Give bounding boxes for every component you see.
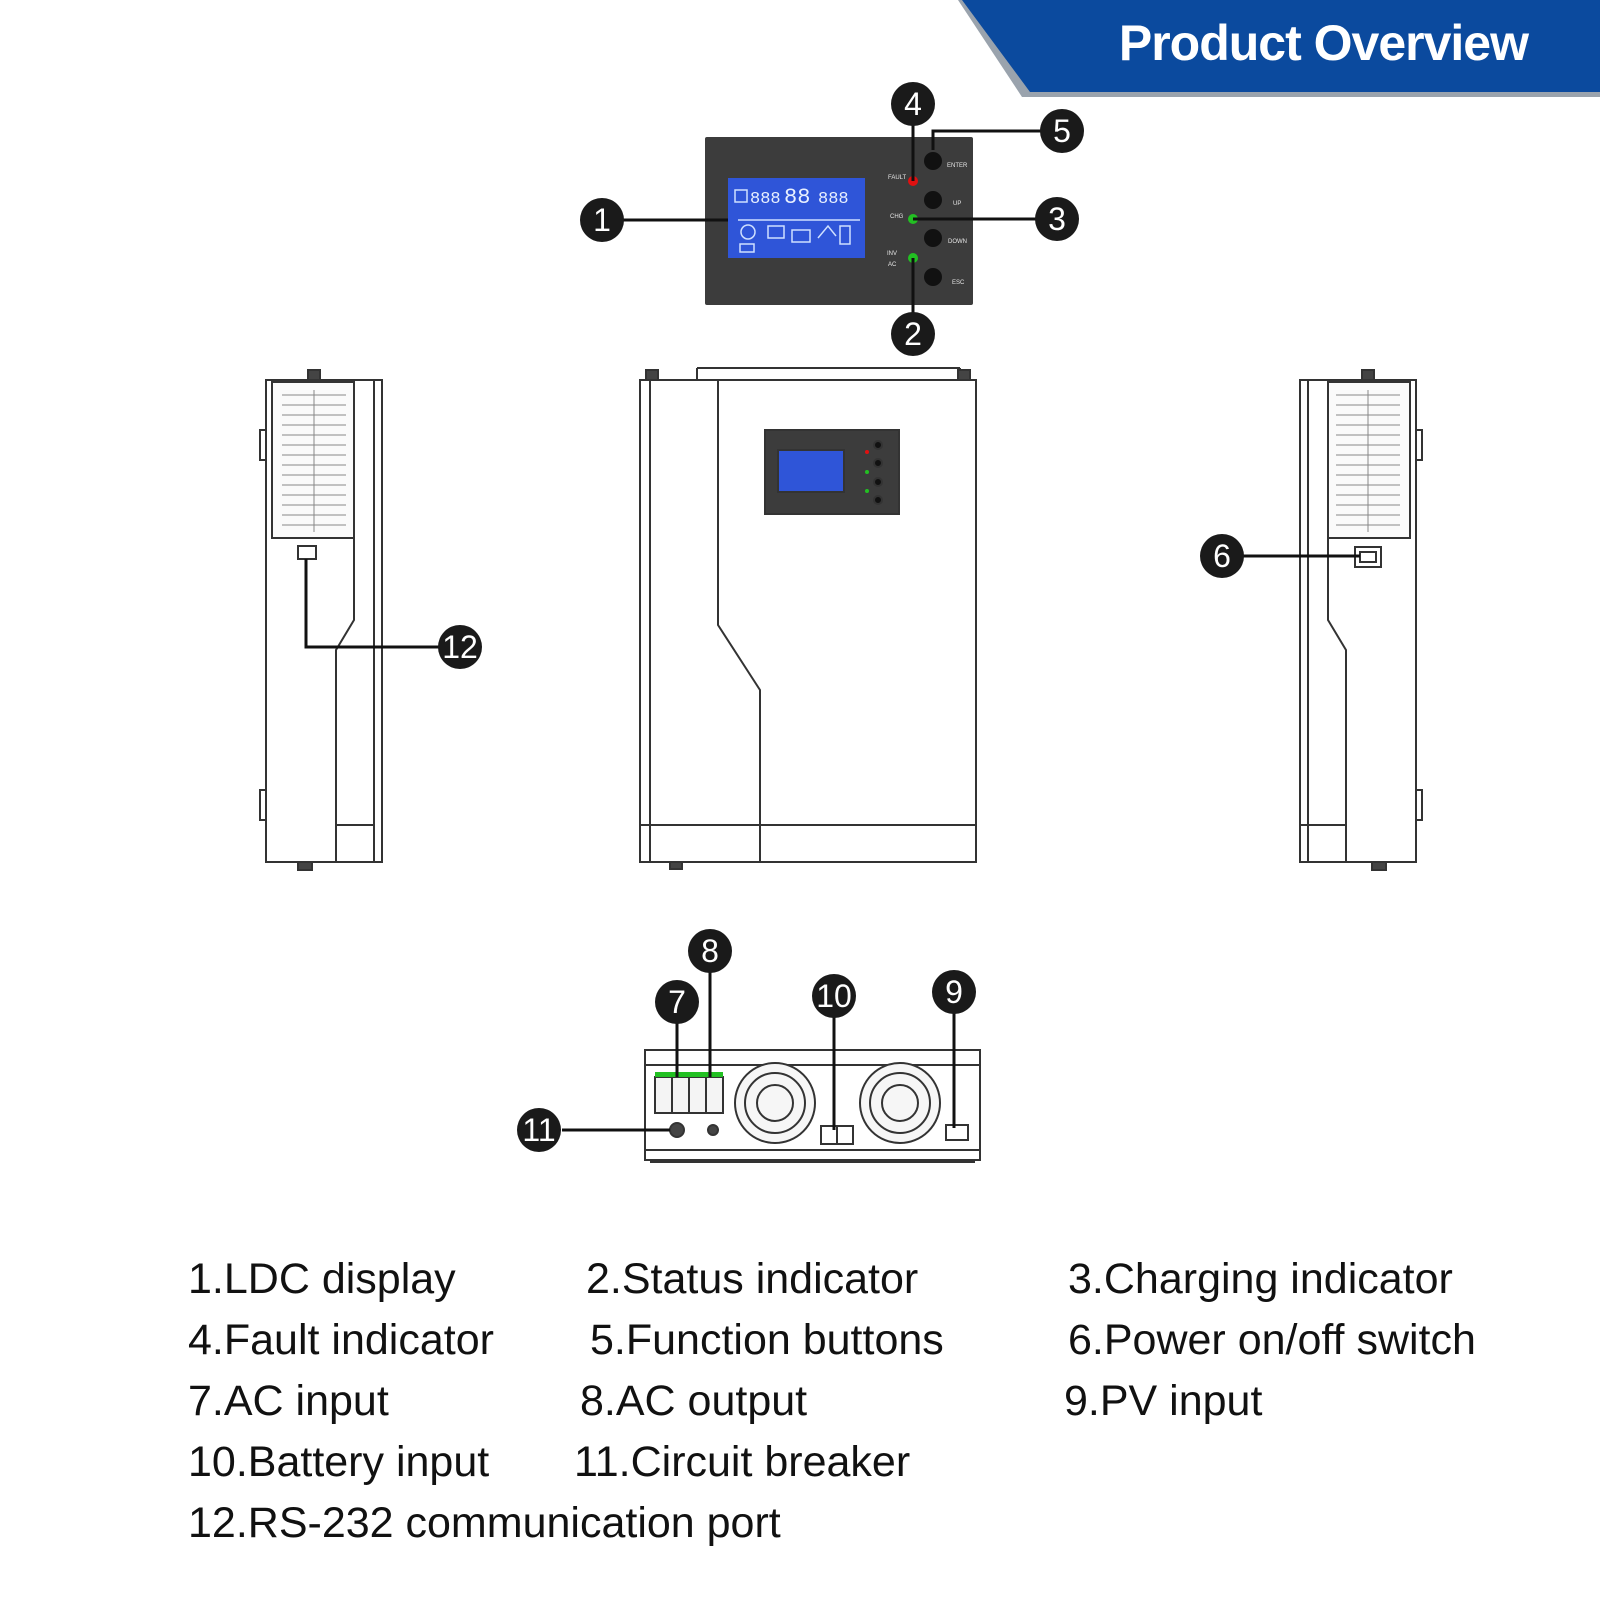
product-drawing: 888 88 888 FAULT CHG INV AC ENTER UP DOW…: [259, 82, 1423, 1163]
svg-text:6: 6: [1213, 538, 1231, 574]
legend-item-circuit-breaker: 11.Circuit breaker: [574, 1438, 911, 1486]
legend-item-fault-indicator: 4.Fault indicator: [188, 1316, 494, 1364]
svg-text:888: 888: [750, 190, 781, 209]
legend-item-pv-input: 9.PV input: [1064, 1377, 1263, 1425]
enter-button[interactable]: [924, 152, 942, 170]
legend: 1.LDC display 2.Status indicator 3.Charg…: [0, 1255, 1600, 1575]
header-banner: Product Overview: [0, 0, 1600, 100]
legend-item-charging-indicator: 3.Charging indicator: [1068, 1255, 1453, 1303]
callout-7: 7: [655, 980, 699, 1024]
callout-3: 3: [1035, 197, 1079, 241]
svg-text:ESC: ESC: [952, 280, 965, 286]
svg-text:FAULT: FAULT: [888, 175, 907, 181]
callout-10: 10: [812, 974, 856, 1018]
banner-shape: [958, 0, 1600, 97]
callout-8: 8: [688, 929, 732, 973]
legend-item-ldc-display: 1.LDC display: [188, 1255, 456, 1303]
leader-lines-bottom: [562, 968, 956, 1132]
legend-item-function-buttons: 5.Function buttons: [590, 1316, 944, 1364]
legend-item-battery-input: 10.Battery input: [188, 1438, 490, 1486]
callout-9: 9: [932, 970, 976, 1014]
svg-text:INV: INV: [887, 251, 897, 257]
svg-text:ENTER: ENTER: [947, 163, 968, 169]
legend-item-power-switch: 6.Power on/off switch: [1068, 1316, 1476, 1364]
svg-text:4: 4: [904, 86, 922, 122]
callout-4: 4: [891, 82, 935, 126]
svg-text:11: 11: [522, 1112, 555, 1148]
control-panel-closeup: 888 88 888 FAULT CHG INV AC ENTER UP DOW…: [705, 137, 973, 305]
svg-text:7: 7: [668, 984, 686, 1020]
callout-1: 1: [580, 198, 624, 242]
svg-text:9: 9: [945, 974, 963, 1010]
svg-text:AC: AC: [888, 262, 897, 268]
callout-5: 5: [1040, 109, 1084, 153]
svg-text:10: 10: [816, 978, 852, 1014]
svg-text:5: 5: [1053, 113, 1071, 149]
svg-text:UP: UP: [953, 201, 961, 207]
svg-text:CHG: CHG: [890, 214, 904, 220]
page-title: Product Overview: [1118, 15, 1529, 71]
up-button[interactable]: [924, 191, 942, 209]
svg-text:DOWN: DOWN: [948, 239, 967, 245]
callout-6: 6: [1200, 534, 1244, 578]
svg-text:3: 3: [1048, 201, 1066, 237]
callout-11: 11: [517, 1108, 561, 1152]
legend-item-ac-input: 7.AC input: [188, 1377, 389, 1425]
callout-2: 2: [891, 312, 935, 356]
legend-item-ac-output: 8.AC output: [580, 1377, 808, 1425]
callout-12: 12: [438, 625, 482, 669]
svg-text:1: 1: [593, 202, 611, 238]
right-side-view: [1299, 369, 1423, 871]
legend-item-status-indicator: 2.Status indicator: [586, 1255, 919, 1303]
svg-text:88: 88: [784, 185, 810, 210]
svg-text:12: 12: [442, 629, 478, 665]
down-button[interactable]: [924, 229, 942, 247]
legend-item-rs232-port: 12.RS-232 communication port: [188, 1499, 781, 1547]
svg-text:8: 8: [701, 933, 719, 969]
esc-button[interactable]: [924, 268, 942, 286]
svg-text:888: 888: [818, 190, 849, 209]
rs232-port: [297, 545, 317, 560]
bottom-view: [644, 1049, 981, 1163]
svg-text:2: 2: [904, 316, 922, 352]
left-side-view: [259, 369, 383, 871]
front-view: [639, 367, 977, 870]
